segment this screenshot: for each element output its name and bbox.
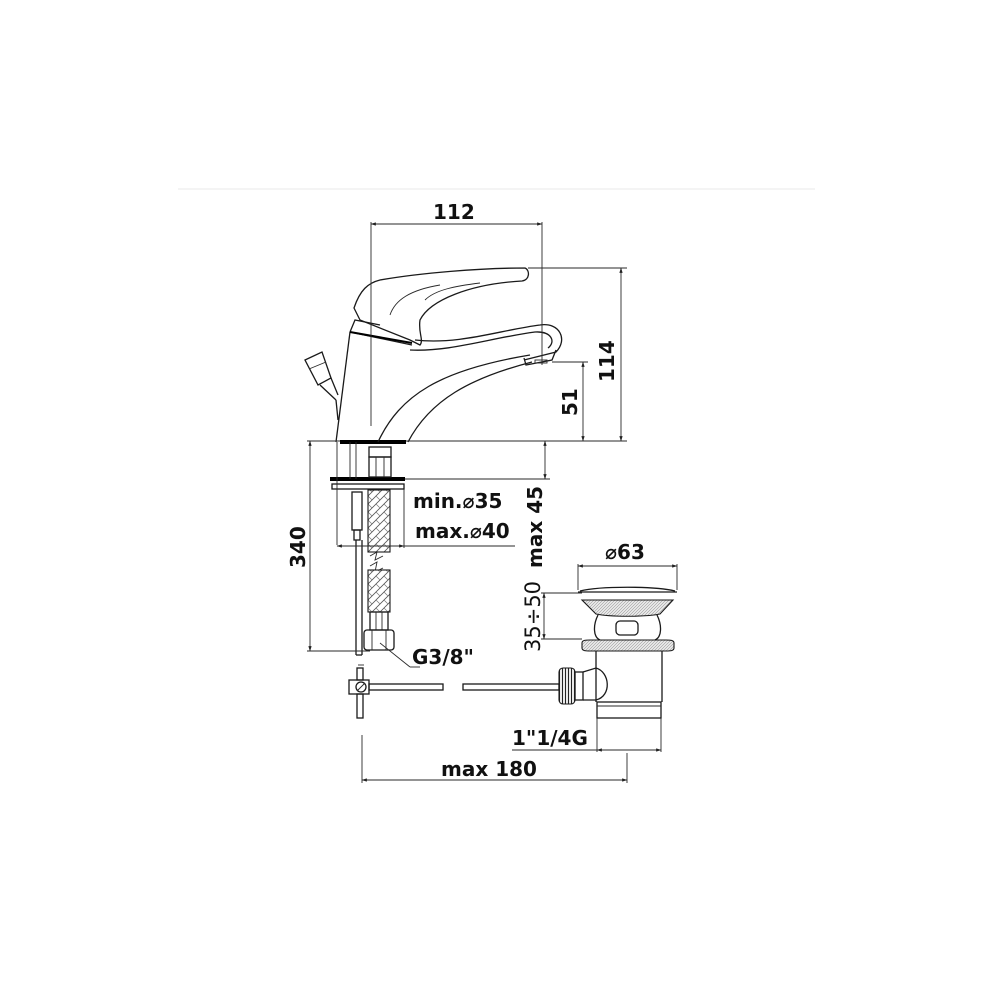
dim-label-waste-range: 35÷50: [521, 581, 545, 652]
dim-label-hose-connection: G3/8": [412, 645, 474, 669]
linkage-rod: [348, 664, 584, 719]
mixer-body: [335, 319, 563, 444]
lever-handle: [353, 267, 530, 346]
dim-label-spout-height: 51: [558, 388, 582, 416]
dim-label-waste-thread: 1"1/4G: [512, 726, 588, 750]
dim-label-rod-length: max 180: [441, 757, 537, 781]
flexible-hose: [363, 489, 395, 651]
dimension-lines: [307, 222, 678, 783]
dim-label-total-height: 114: [595, 340, 619, 382]
dim-label-spout-reach: 112: [433, 200, 475, 224]
dim-label-hose-length: 340: [286, 526, 310, 568]
dim-label-max-deck: max 45: [523, 486, 547, 568]
dim-label-hole-max: max.⌀40: [415, 519, 510, 543]
dim-label-waste-diameter: ⌀63: [605, 540, 645, 564]
pop-up-lift-rod: [304, 351, 339, 421]
dim-label-hole-min: min.⌀35: [413, 489, 502, 513]
below-deck-assembly: [330, 442, 405, 656]
pop-up-waste: [578, 586, 677, 719]
